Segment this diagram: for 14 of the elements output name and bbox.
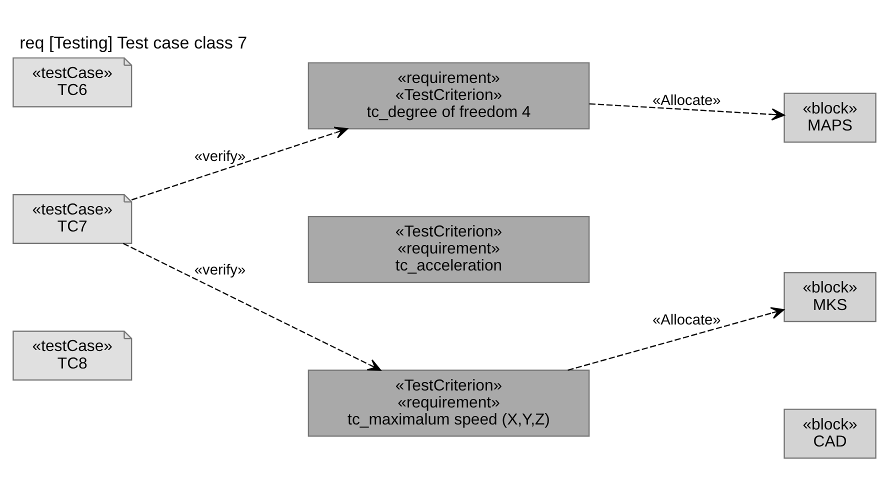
node-box: «block» MAPS: [784, 92, 876, 142]
edge-label: «verify»: [194, 262, 246, 278]
node-box: «block» CAD: [784, 408, 876, 458]
diagram-title: req [Testing] Test case class 7: [20, 32, 248, 52]
arrow: [131, 126, 348, 200]
arrow: [589, 102, 785, 120]
node-box: «block» MKS: [784, 272, 876, 322]
edge-label: «Allocate»: [652, 92, 721, 109]
node-box: «TestCriterion» «requirement» tc_acceleration: [308, 215, 590, 283]
edge-label: «verify»: [194, 148, 246, 165]
node-box: «TestCriterion» «requirement» tc_maximalum speed (X,Y,Z): [308, 369, 590, 436]
node-box: «requirement» «TestCriterion» tc_degree of freedom 4: [308, 62, 590, 129]
edge-label: «Allocate»: [652, 312, 721, 328]
arrow: [568, 306, 784, 370]
